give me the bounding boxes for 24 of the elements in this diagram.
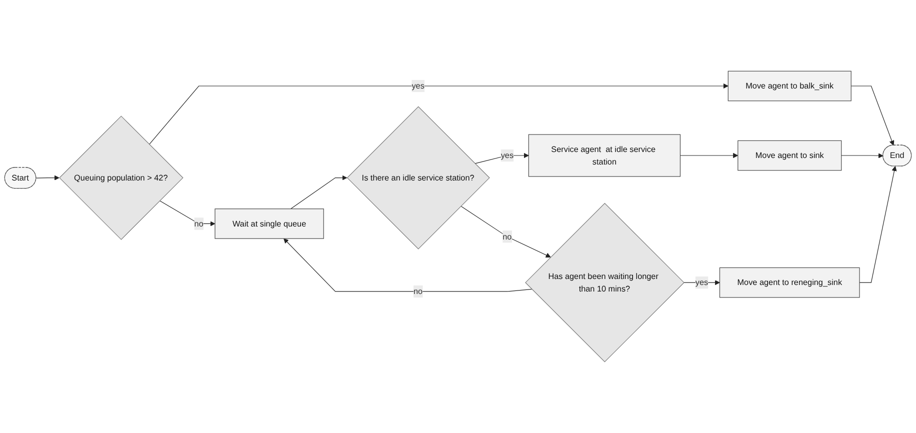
edge-label: yes	[500, 150, 514, 160]
arrow	[290, 175, 348, 210]
edge-label: yes	[695, 278, 708, 287]
arrow	[460, 206, 551, 258]
node-diamond: Has agent been waiting longer than 10 mins?	[525, 202, 684, 362]
node-box: Move agent to reneging_sink	[719, 267, 860, 298]
edge-label: no	[414, 286, 423, 296]
node-box: Move agent to balk_sink	[728, 70, 852, 102]
arrow	[859, 166, 897, 283]
arrow	[148, 83, 728, 145]
node-box: Service agent at idle service station	[528, 134, 681, 177]
node-box: Move agent to sink	[738, 140, 842, 171]
edge-label: no	[194, 218, 204, 228]
arrow	[850, 86, 894, 146]
arrow	[680, 152, 738, 158]
node-diamond: Is there an idle service station?	[346, 106, 490, 250]
node-box: Wait at single queue	[214, 208, 324, 239]
edge-label: yes	[412, 81, 424, 90]
arrow	[159, 200, 216, 226]
arrow	[841, 153, 884, 158]
arrow	[36, 175, 60, 180]
edge-label: no	[502, 232, 512, 242]
node-diamond: Queuing population > 42?	[59, 116, 184, 240]
arrow	[284, 238, 532, 292]
